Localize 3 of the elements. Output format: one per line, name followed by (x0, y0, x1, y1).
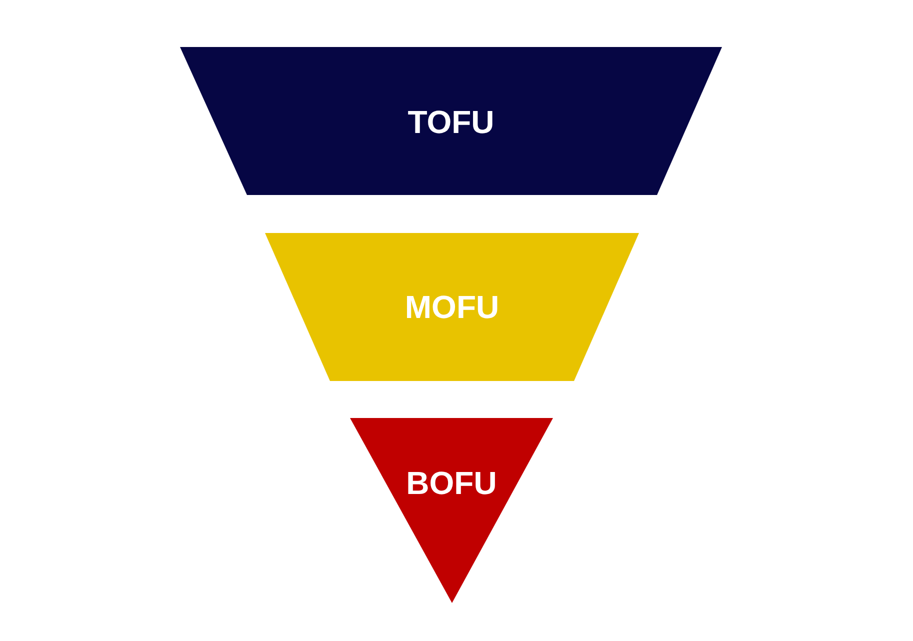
stage-label: MOFU (404, 289, 500, 325)
stage-label: TOFU (406, 104, 496, 140)
stage-label: BOFU (405, 465, 498, 501)
